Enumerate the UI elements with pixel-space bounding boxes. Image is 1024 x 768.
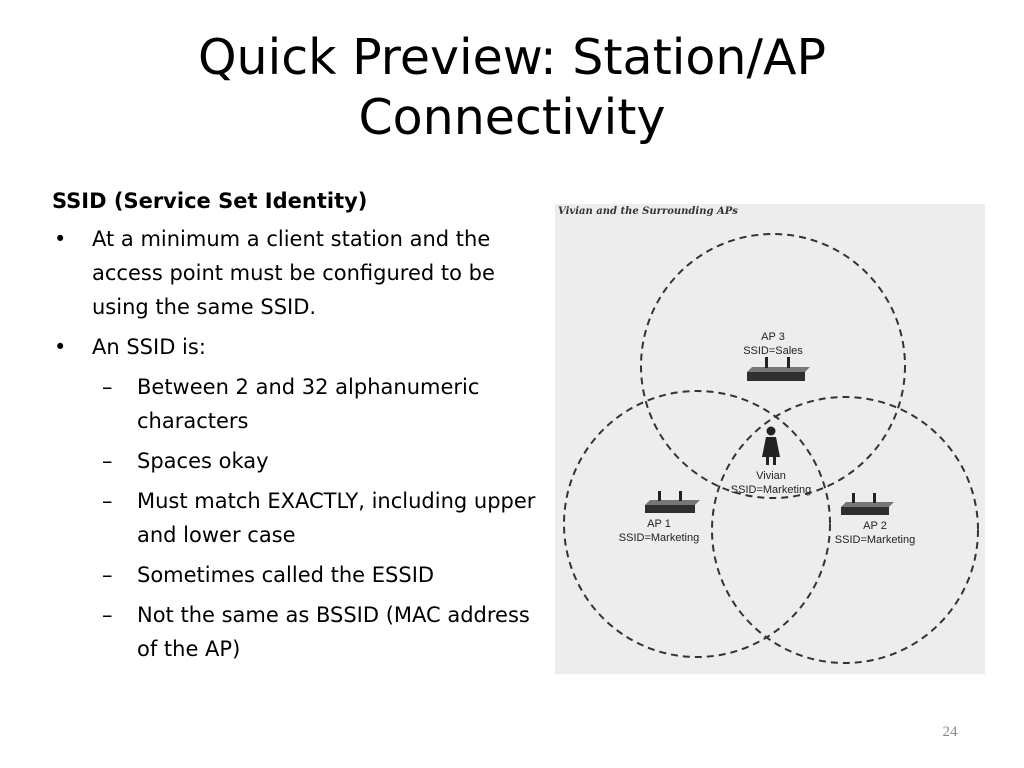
ap3-ssid: SSID=Sales	[743, 345, 803, 357]
bullet-icon: •	[54, 335, 67, 359]
ap1-ssid: SSID=Marketing	[619, 532, 699, 544]
ap1-coverage-circle	[563, 390, 831, 658]
ap3-name: AP 3	[761, 331, 785, 343]
bullet-item: • An SSID is: –Between 2 and 32 alphanum…	[52, 330, 542, 666]
client-name: Vivian	[756, 470, 786, 482]
ap2-router-icon	[841, 493, 894, 515]
bullet-item: • At a minimum a client station and the …	[52, 222, 542, 324]
dash-icon: –	[102, 603, 113, 627]
client-ssid: SSID=Marketing	[731, 484, 811, 496]
bullet-text: At a minimum a client station and the ac…	[92, 227, 495, 319]
sub-bullet-item: –Not the same as BSSID (MAC address of t…	[52, 598, 542, 666]
coverage-diagram-svg: AP 3 SSID=Sales Vivian SSID=Marketing AP…	[563, 233, 979, 664]
sub-bullet-item: –Between 2 and 32 alphanumeric character…	[52, 370, 542, 438]
bullet-icon: •	[54, 227, 67, 251]
ap1-name: AP 1	[647, 518, 671, 530]
sub-bullet-text: Between 2 and 32 alphanumeric characters	[137, 375, 480, 433]
title-line-1: Quick Preview: Station/AP	[197, 29, 827, 86]
ap2-ssid: SSID=Marketing	[835, 534, 915, 546]
sub-bullet-item: –Spaces okay	[52, 444, 542, 478]
sub-bullet-item: –Sometimes called the ESSID	[52, 558, 542, 592]
ap3-router-icon	[747, 357, 810, 381]
sub-bullet-list: –Between 2 and 32 alphanumeric character…	[92, 370, 542, 666]
ap2-name: AP 2	[863, 520, 887, 532]
person-icon	[762, 426, 780, 465]
bullet-list: • At a minimum a client station and the …	[52, 222, 542, 666]
section-heading: SSID (Service Set Identity)	[52, 189, 368, 213]
sub-bullet-text: Not the same as BSSID (MAC address of th…	[137, 603, 530, 661]
ap2-coverage-circle	[711, 396, 979, 664]
dash-icon: –	[102, 375, 113, 399]
slide-title: Quick Preview: Station/AP Connectivity	[0, 28, 1024, 148]
dash-icon: –	[102, 563, 113, 587]
figure-caption: Vivian and the Surrounding APs	[558, 206, 738, 217]
page-number: 24	[942, 724, 958, 740]
ap3-coverage-circle	[640, 233, 906, 499]
sub-bullet-item: –Must match EXACTLY, including upper and…	[52, 484, 542, 552]
slide-body: SSID (Service Set Identity) • At a minim…	[52, 186, 542, 672]
sub-bullet-text: Spaces okay	[137, 449, 269, 473]
dash-icon: –	[102, 449, 113, 473]
coverage-diagram: Vivian and the Surrounding APs	[555, 204, 985, 674]
ap1-router-icon	[645, 491, 700, 513]
bullet-text: An SSID is:	[92, 335, 206, 359]
title-line-2: Connectivity	[358, 89, 666, 146]
dash-icon: –	[102, 489, 113, 513]
sub-bullet-text: Sometimes called the ESSID	[137, 563, 435, 587]
sub-bullet-text: Must match EXACTLY, including upper and …	[137, 489, 536, 547]
